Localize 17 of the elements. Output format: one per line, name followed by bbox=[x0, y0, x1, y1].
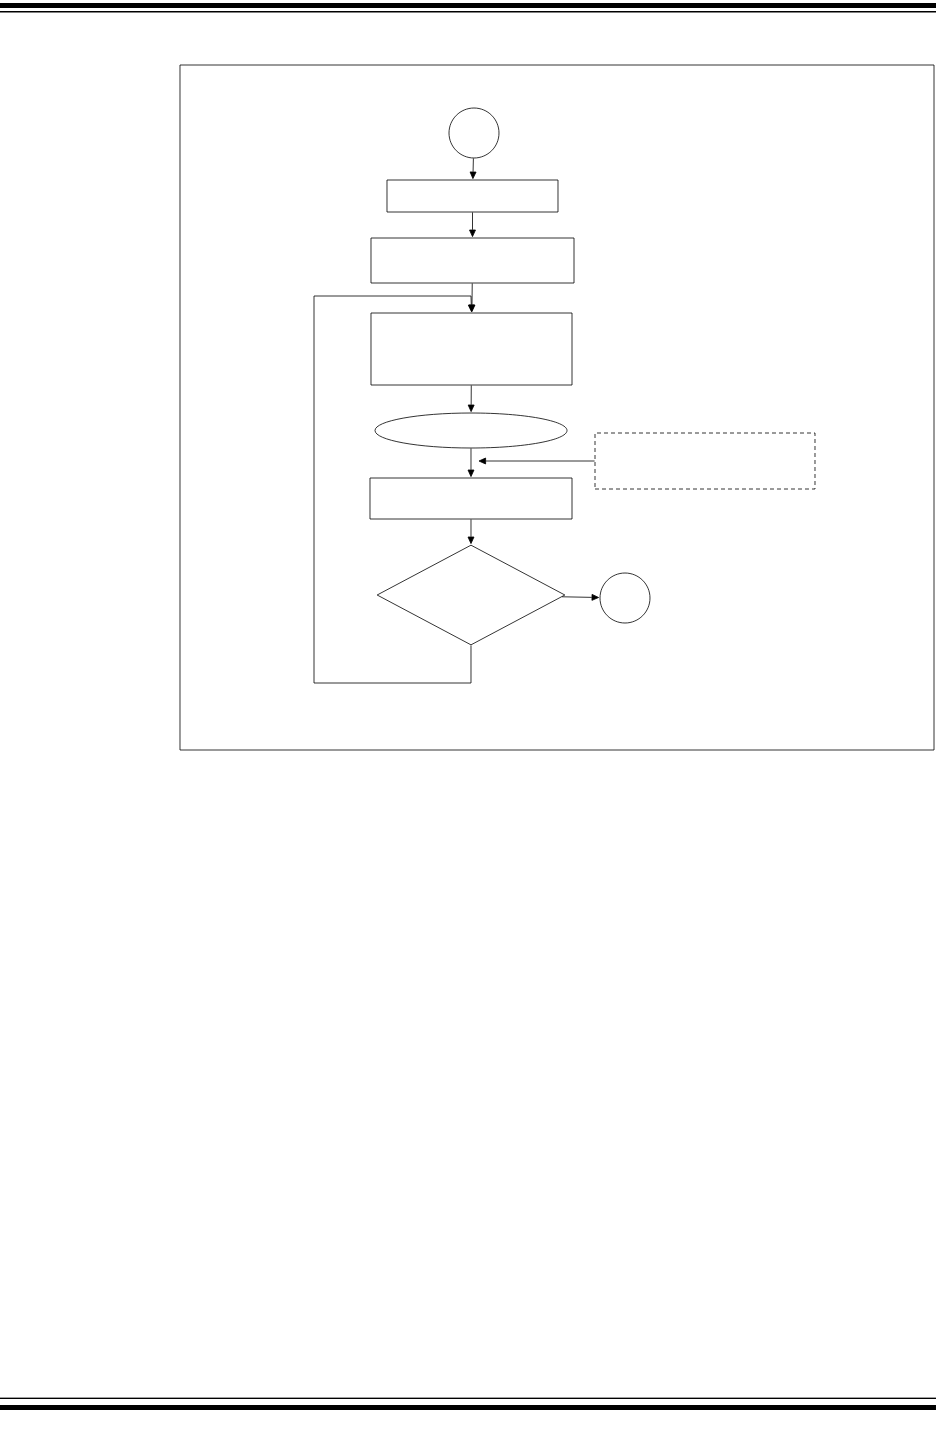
arrow bbox=[313, 295, 475, 684]
arrow bbox=[478, 457, 595, 465]
process-box bbox=[370, 237, 575, 284]
arrow bbox=[561, 594, 599, 601]
process-box bbox=[370, 312, 573, 386]
note-box bbox=[594, 432, 816, 490]
arrow bbox=[469, 212, 476, 237]
process-box bbox=[369, 477, 573, 520]
process-box bbox=[386, 179, 559, 213]
terminal-ellipse bbox=[374, 412, 568, 449]
arrow bbox=[467, 448, 475, 477]
arrow bbox=[467, 385, 475, 412]
arrow bbox=[467, 519, 475, 544]
arrow bbox=[469, 158, 477, 179]
connector-circle bbox=[448, 107, 500, 159]
decision-diamond bbox=[376, 544, 566, 646]
connector-circle bbox=[599, 572, 651, 624]
